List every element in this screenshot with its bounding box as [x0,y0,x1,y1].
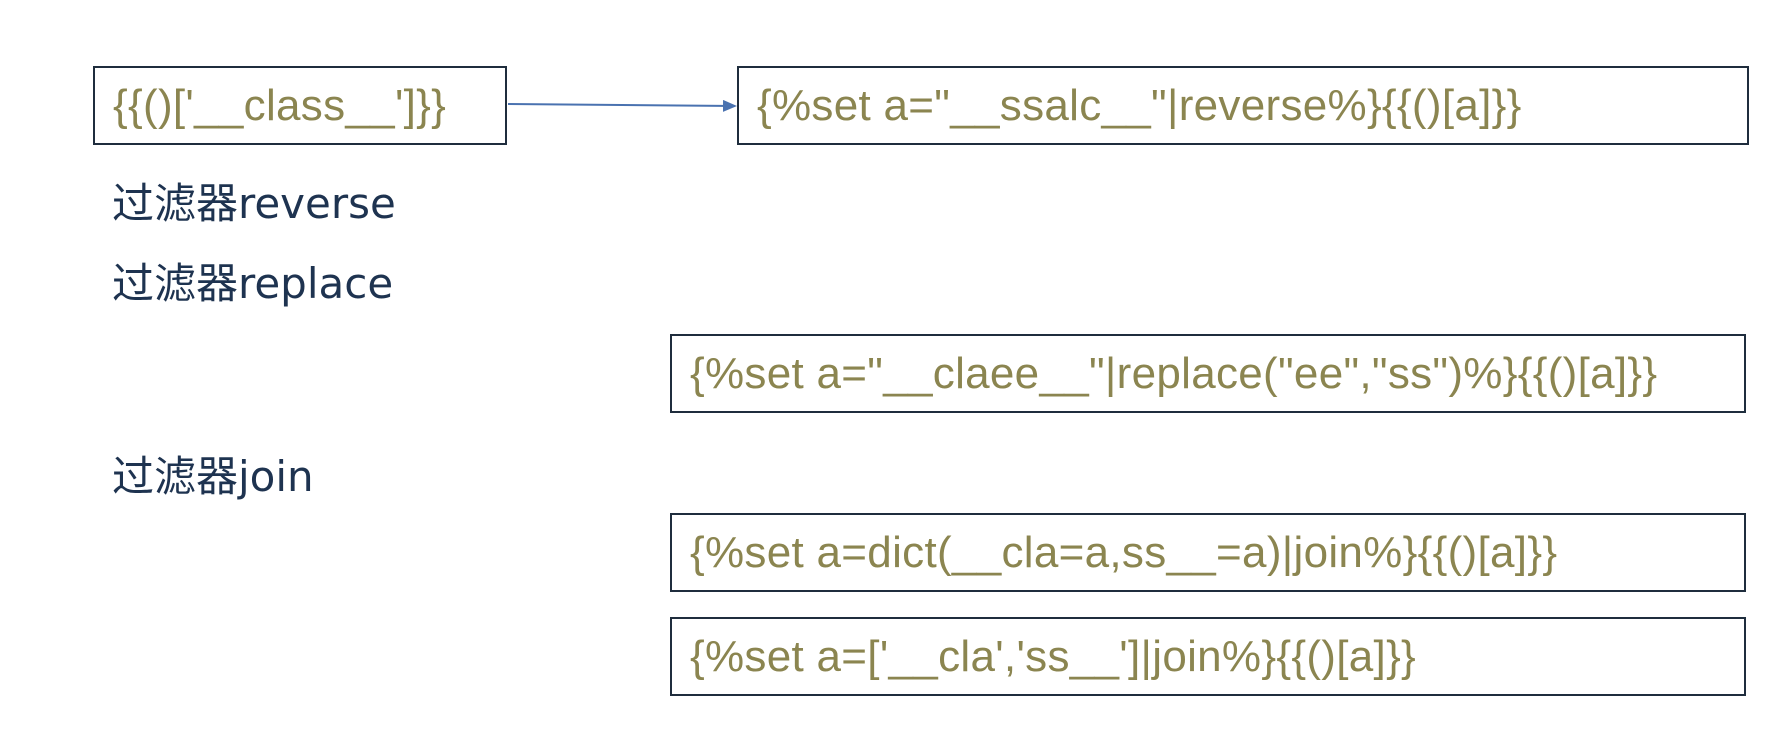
join-dict-payload-text: {%set a=dict(__cla=a,ss__=a)|join%}{{()[… [690,527,1558,577]
filter-join-label: 过滤器join [112,452,314,501]
original-payload-text: {{()['__class__']}} [113,80,447,130]
filter-replace-label: 过滤器replace [112,259,394,308]
arrow-line [507,99,737,112]
join-list-payload-box: {%set a=['__cla','ss__']|join%}{{()[a]}} [670,617,1746,696]
join-dict-payload-box: {%set a=dict(__cla=a,ss__=a)|join%}{{()[… [670,513,1746,592]
reverse-payload-box: {%set a="__ssalc__"|reverse%}{{()[a]}} [737,66,1749,145]
reverse-payload-text: {%set a="__ssalc__"|reverse%}{{()[a]}} [757,80,1522,130]
replace-payload-box: {%set a="__claee__"|replace("ee","ss")%}… [670,334,1746,413]
replace-payload-text: {%set a="__claee__"|replace("ee","ss")%}… [690,348,1658,398]
filter-reverse-label: 过滤器reverse [112,179,396,228]
original-payload-box: {{()['__class__']}} [93,66,507,145]
join-list-payload-text: {%set a=['__cla','ss__']|join%}{{()[a]}} [690,631,1417,681]
